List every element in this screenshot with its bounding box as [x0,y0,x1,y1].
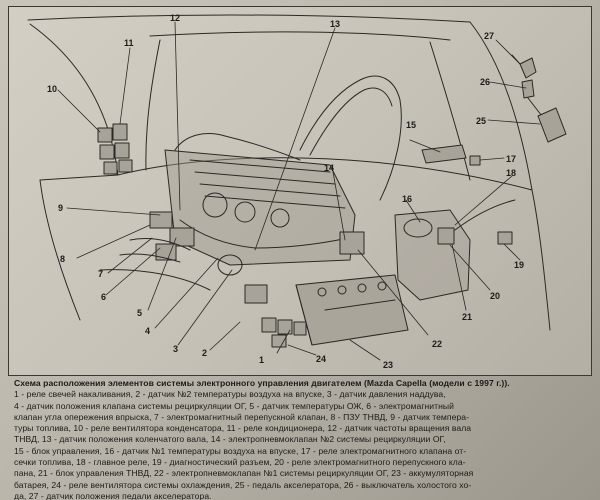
caption-line: 4 - датчик положения клапана системы рец… [14,400,455,411]
callout-9: 9 [58,203,63,213]
callout-26: 26 [480,77,490,87]
callout-10: 10 [47,84,57,94]
relay-block-front [261,317,307,348]
battery [295,274,409,346]
callout-1: 1 [259,355,264,365]
caption-line: клапан угла опережения впрыска, 7 - элек… [14,411,469,422]
callout-2: 2 [202,348,207,358]
callout-11: 11 [124,38,134,48]
caption-line: да, 27 - датчик положения педали акселер… [14,490,212,500]
caption-line: пана, 21 - блок управления ТНВД, 22 - эл… [14,468,474,479]
callout-3: 3 [173,344,178,354]
callout-15: 15 [406,120,416,130]
accelerator-pedal-assembly [511,54,567,143]
caption-line: ТНВД, 13 - датчик положения коленчатого … [14,434,446,445]
callout-17: 17 [506,154,516,164]
callout-16: 16 [402,194,412,204]
callout-18: 18 [506,168,516,178]
caption-line: 15 - блок управления, 16 - датчик №1 тем… [14,445,467,456]
callout-5: 5 [137,308,142,318]
engine-layout-diagram: 1 2 3 4 5 6 7 8 9 10 11 12 13 14 15 16 1… [27,13,567,370]
caption-title: Схема расположения элементов системы эле… [14,378,510,388]
caption-line: батарея, 24 - реле вентилятора системы о… [14,479,472,490]
callout-22: 22 [432,339,442,349]
air-filter-housing [339,209,471,301]
callout-14: 14 [324,163,334,173]
callout-27: 27 [484,31,494,41]
callout-4: 4 [145,326,150,336]
caption-line: туры топлива, 10 - реле вентилятора конд… [14,423,472,434]
caption-line: 1 - реле свечей накаливания, 2 - датчик … [14,389,446,400]
callout-20: 20 [490,291,500,301]
caption-title-line: Схема расположения элементов системы эле… [14,378,588,389]
callout-25: 25 [476,116,486,126]
intake-pipe [299,75,402,201]
callout-13: 13 [330,19,340,29]
callout-24: 24 [316,354,326,364]
relay-block-left [97,123,133,175]
callout-7: 7 [98,269,103,279]
caption-line: сечки топлива, 18 - главное реле, 19 - д… [14,457,466,468]
callout-23: 23 [383,360,393,370]
figure-caption: Схема расположения элементов системы эле… [14,378,588,500]
callout-8: 8 [60,254,65,264]
hood-outline [27,14,551,331]
callout-21: 21 [462,312,472,322]
engine-block [164,133,356,266]
leader-lines [57,21,541,361]
callout-19: 19 [514,260,524,270]
callout-12: 12 [170,13,180,23]
callout-labels: 1 2 3 4 5 6 7 8 9 10 11 12 13 14 15 16 1… [47,13,524,370]
callout-6: 6 [101,292,106,302]
